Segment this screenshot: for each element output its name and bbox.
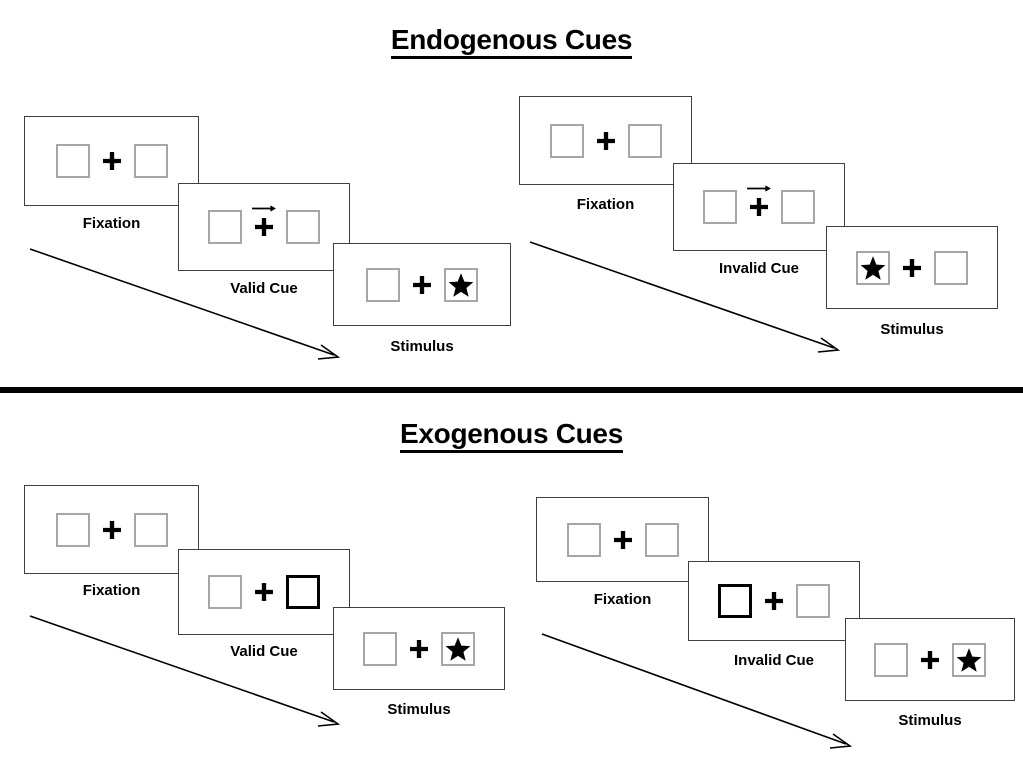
bold-box-icon [718,584,752,618]
timeline-arrow-exogenous-invalid [541,633,853,749]
placeholder-box-left [55,144,90,178]
frame-content [334,608,504,689]
placeholder-box-right [444,267,478,302]
placeholder-box-left [856,250,890,285]
frame-endogenous-valid-stimulus [333,243,511,326]
section-title-endogenous-text: Endogenous Cues [390,24,632,59]
section-title-exogenous: Exogenous Cues [0,418,1023,453]
frame-content [25,486,198,573]
section-title-endogenous: Endogenous Cues [0,24,1023,59]
fixation-slot [400,275,444,294]
plus-icon [765,592,783,610]
timeline-arrow-exogenous-valid [29,615,341,727]
fixation-slot [90,152,134,170]
plus-icon [750,198,768,216]
placeholder-box-right [286,210,320,244]
placeholder-box-left [703,190,737,224]
fixation-slot [737,185,781,216]
frame-endogenous-invalid-stimulus [826,226,998,309]
frame-content [179,550,349,634]
caption-endogenous-valid-stimulus: Stimulus [390,338,454,355]
caption-endogenous-valid-fixation: Fixation [82,215,141,232]
fixation-slot [890,258,934,277]
frame-endogenous-invalid-fixation [519,96,692,185]
plus-icon [255,583,273,601]
placeholder-box-left [208,210,242,244]
caption-exogenous-valid-fixation: Fixation [82,582,141,599]
placeholder-box-right [627,123,662,158]
timeline-arrow-endogenous-valid [29,248,341,360]
placeholder-box-left [208,575,242,609]
placeholder-box-left [549,123,584,158]
caption-endogenous-invalid-stimulus: Stimulus [880,321,944,338]
fixation-slot [397,639,441,658]
right-arrow-icon [747,185,771,192]
placeholder-box-right [441,631,475,666]
placeholder-box-left [55,512,90,547]
placeholder-box-right [133,512,168,547]
placeholder-box-right [796,584,830,618]
star-icon [445,636,471,661]
placeholder-box-right [952,642,986,677]
bold-box-icon [286,575,320,609]
frame-exogenous-valid-cue [178,549,350,635]
caption-endogenous-valid-cue: Valid Cue [230,280,298,297]
frame-content [537,498,708,581]
frame-exogenous-valid-stimulus [333,607,505,690]
placeholder-box-right [644,522,679,557]
frame-content [520,97,691,184]
frame-content [846,619,1014,700]
section-title-exogenous-text: Exogenous Cues [400,418,623,453]
caption-exogenous-valid-stimulus: Stimulus [387,701,451,718]
fixation-slot [584,131,628,150]
caption-exogenous-invalid-cue: Invalid Cue [733,652,815,669]
star-icon [448,272,474,297]
caption-exogenous-invalid-fixation: Fixation [593,591,652,608]
frame-exogenous-invalid-fixation [536,497,709,582]
plus-icon [921,650,939,669]
placeholder-box-left [874,642,908,677]
caption-endogenous-invalid-cue: Invalid Cue [718,260,800,277]
frame-endogenous-invalid-cue [673,163,845,251]
frame-exogenous-invalid-cue [688,561,860,641]
frame-content [25,117,198,205]
plus-icon [102,520,121,539]
fixation-slot [752,592,796,610]
plus-icon [410,639,428,658]
placeholder-box-right [781,190,815,224]
frame-content [179,184,349,270]
placeholder-box-right [934,250,968,285]
frame-content [334,244,510,325]
placeholder-box-right [133,144,168,178]
fixation-slot [242,583,286,601]
caption-exogenous-invalid-stimulus: Stimulus [898,712,962,729]
section-divider [0,387,1023,393]
star-icon [956,647,982,672]
frame-endogenous-valid-fixation [24,116,199,206]
plus-icon [413,275,431,294]
placeholder-box-left [363,631,397,666]
star-icon [860,255,886,280]
right-arrow-icon [252,205,276,212]
plus-icon [903,258,921,277]
plus-icon [255,218,273,236]
plus-icon [613,530,632,549]
placeholder-box-left [366,267,400,302]
frame-endogenous-valid-cue [178,183,350,271]
frame-content [674,164,844,250]
plus-icon [102,152,121,170]
fixation-slot [242,205,286,236]
fixation-slot [90,520,134,539]
placeholder-box-left [566,522,601,557]
frame-exogenous-valid-fixation [24,485,199,574]
timeline-arrow-endogenous-invalid [529,241,841,353]
caption-endogenous-invalid-fixation: Fixation [576,196,635,213]
plus-icon [596,131,615,150]
caption-exogenous-valid-cue: Valid Cue [230,643,298,660]
fixation-slot [601,530,645,549]
frame-content [689,562,859,640]
frame-content [827,227,997,308]
frame-exogenous-invalid-stimulus [845,618,1015,701]
fixation-slot [908,650,952,669]
